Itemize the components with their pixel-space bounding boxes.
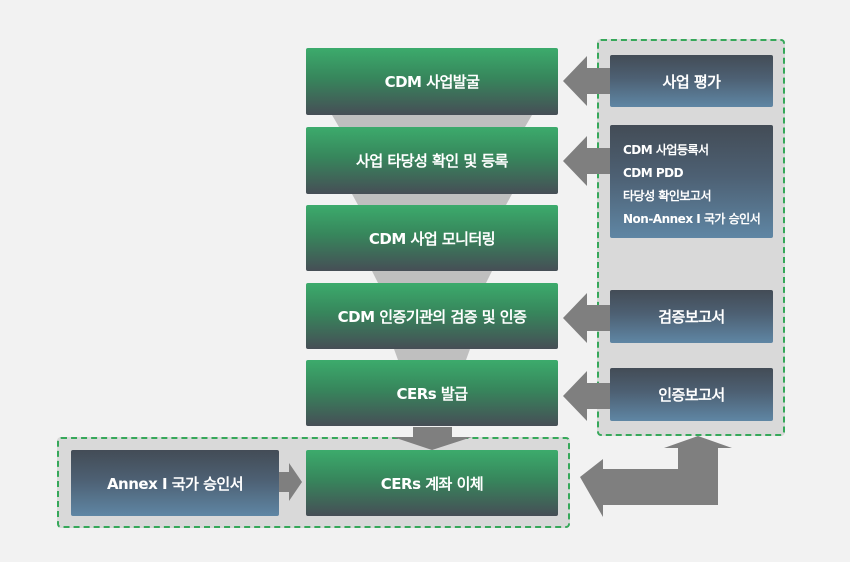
return-arrow-icon — [580, 436, 732, 517]
funnel-connector — [352, 194, 512, 205]
document-item: CDM PDD — [623, 166, 684, 180]
funnel-connector — [332, 115, 532, 127]
left-arrow-icon — [563, 56, 610, 106]
side-document-list: CDM 사업등록서 CDM PDD 타당성 확인보고서 Non-Annex I … — [610, 125, 773, 238]
side-certification-report: 인증보고서 — [610, 368, 773, 421]
step-verification-certification: CDM 인증기관의 검증 및 인증 — [306, 283, 558, 349]
side-verification-report: 검증보고서 — [610, 290, 773, 343]
down-arrow-icon — [393, 427, 472, 450]
step-cers-issuance: CERs 발급 — [306, 360, 558, 426]
funnel-connector — [372, 271, 492, 283]
document-item: CDM 사업등록서 — [623, 143, 709, 157]
left-arrow-icon — [563, 293, 610, 343]
left-arrow-icon — [563, 371, 610, 421]
document-item: 타당성 확인보고서 — [623, 189, 712, 203]
step-cdm-monitoring: CDM 사업 모니터링 — [306, 205, 558, 271]
left-arrow-icon — [563, 136, 610, 186]
funnel-connector — [394, 349, 470, 360]
step-cers-transfer: CERs 계좌 이체 — [306, 450, 558, 516]
annex-approval: Annex I 국가 승인서 — [71, 450, 279, 516]
step-validation-registration: 사업 타당성 확인 및 등록 — [306, 127, 558, 194]
side-business-eval: 사업 평가 — [610, 55, 773, 107]
right-arrow-icon — [279, 463, 302, 501]
step-cdm-discovery: CDM 사업발굴 — [306, 48, 558, 115]
document-item: Non-Annex I 국가 승인서 — [623, 212, 761, 226]
